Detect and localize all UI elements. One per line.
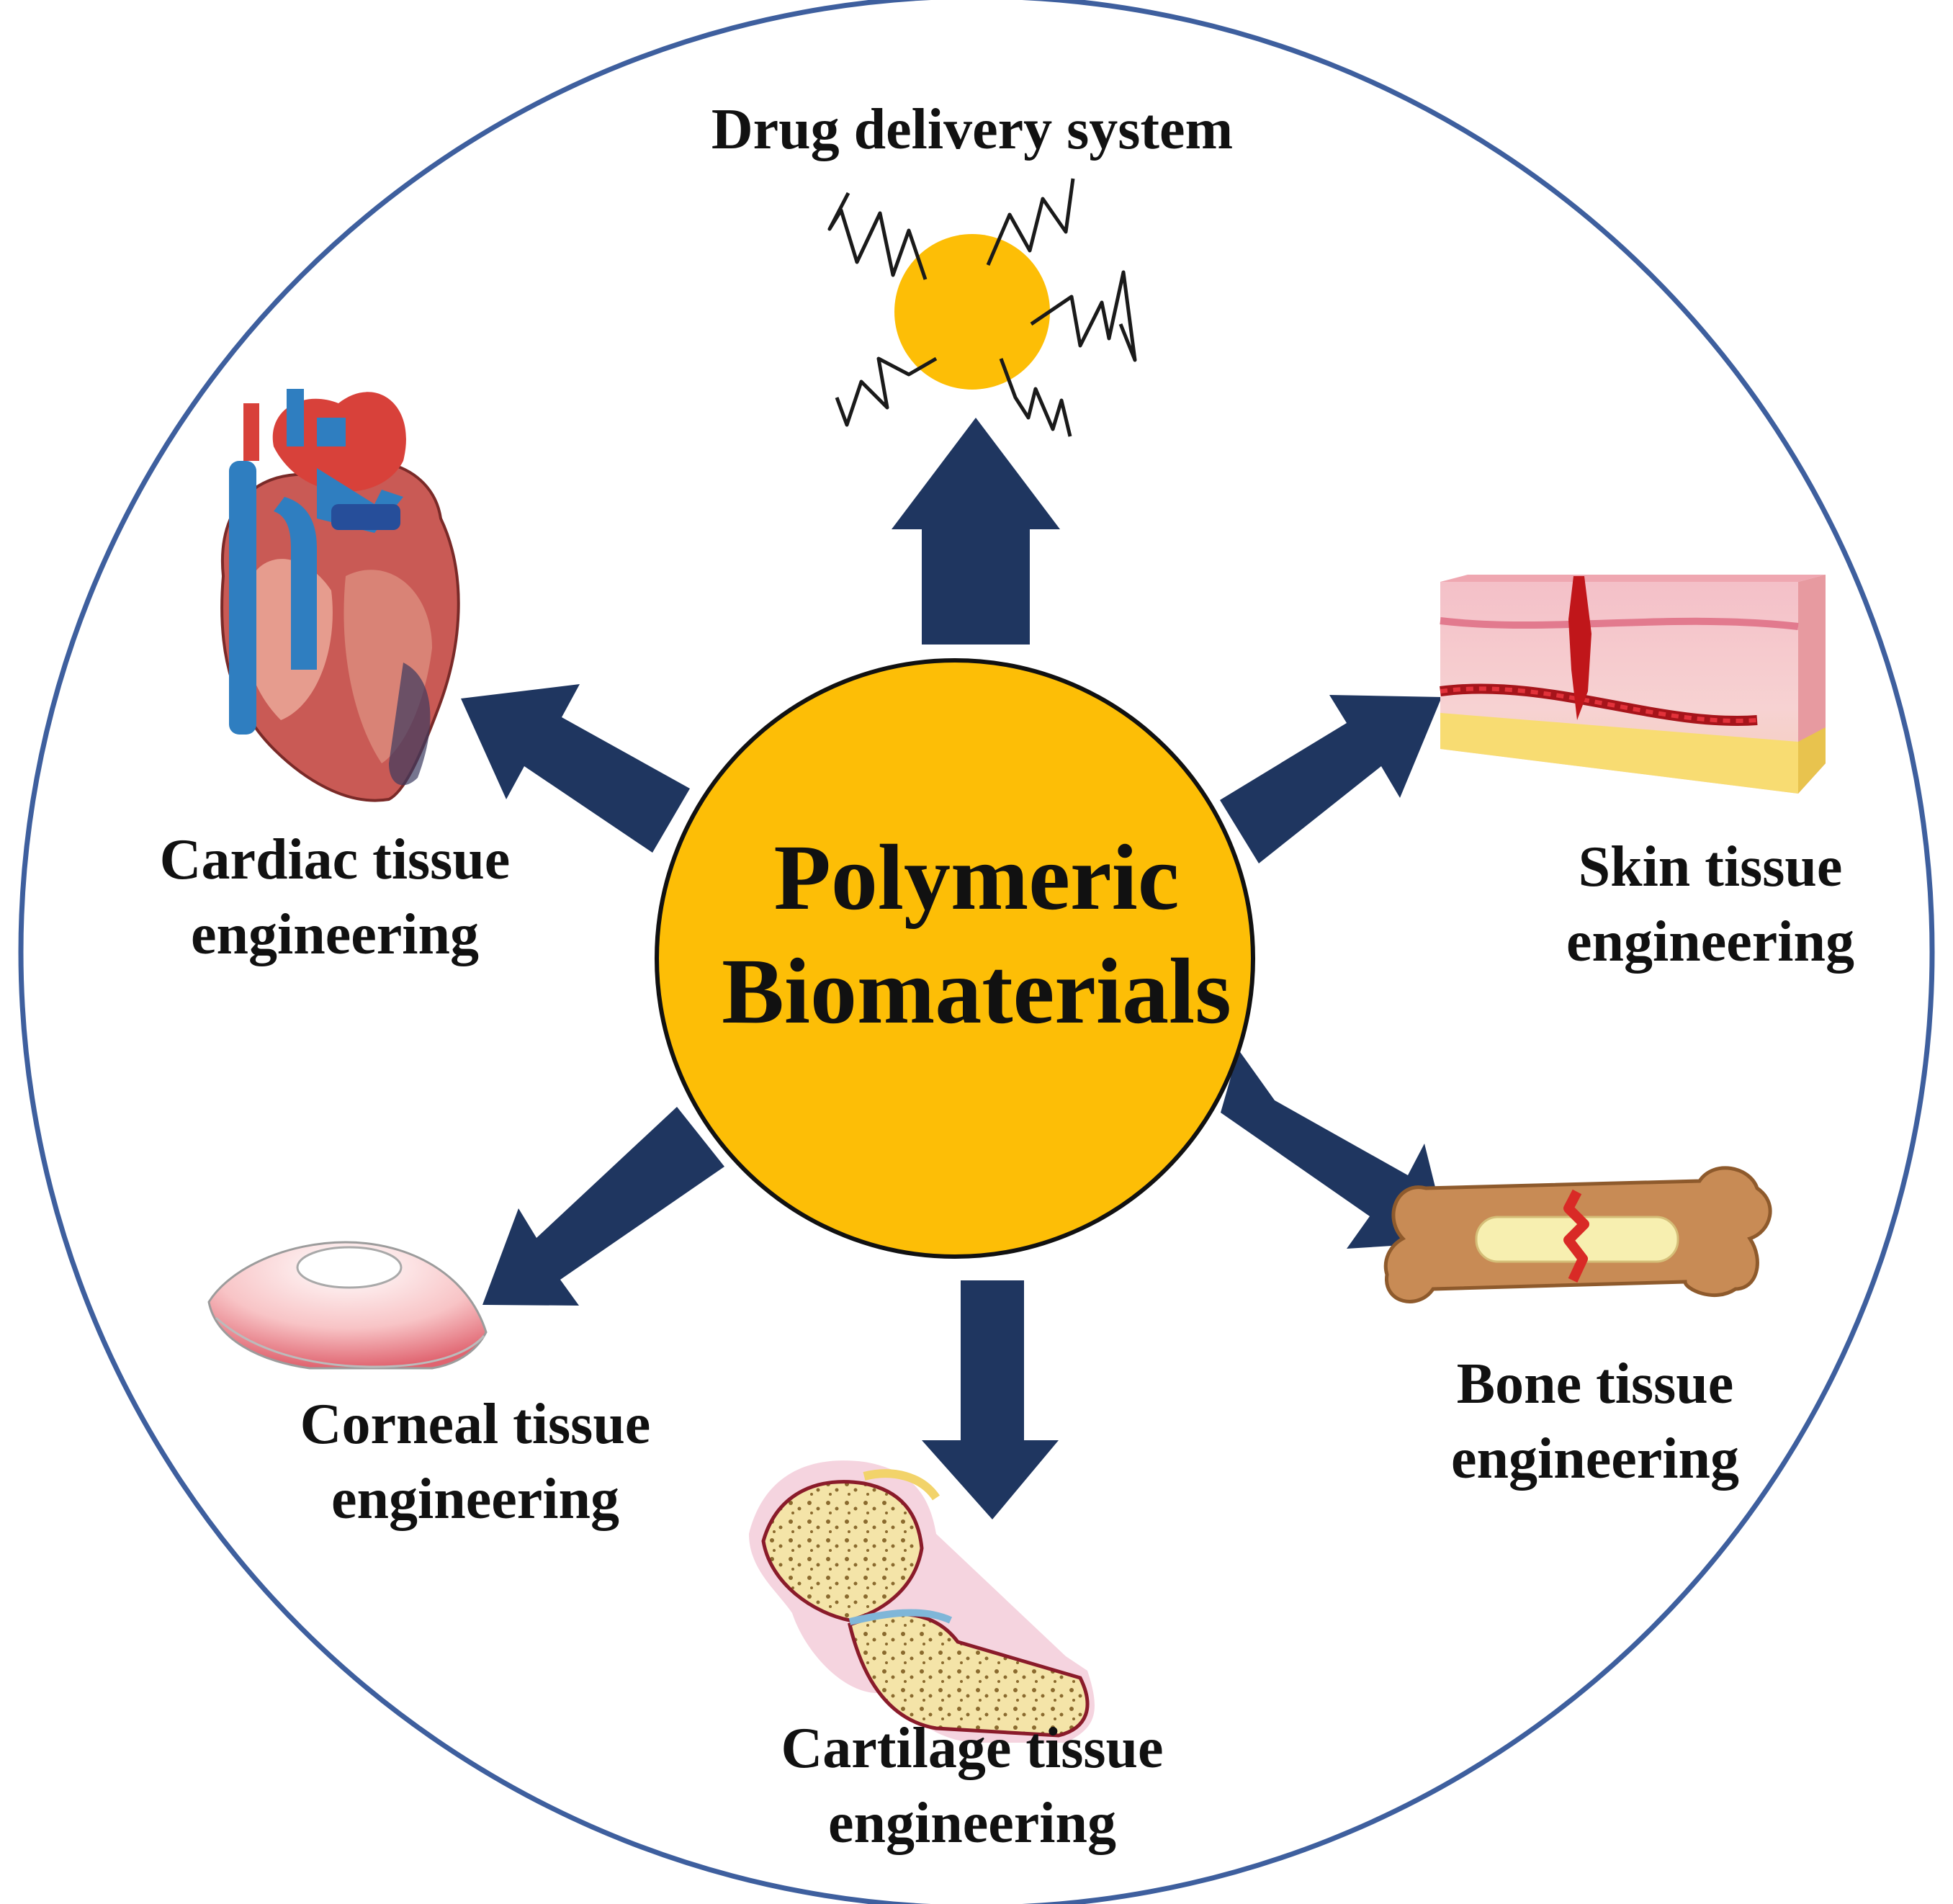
cardiac-line2: engineering: [191, 903, 479, 966]
broken-bone-icon: [1383, 1166, 1772, 1303]
label-cartilage: Cartilage tissue engineering: [727, 1711, 1217, 1861]
center-circle: [655, 658, 1255, 1259]
bone-line2: engineering: [1451, 1427, 1739, 1491]
cartilage-line2: engineering: [828, 1792, 1116, 1855]
bone-line1: Bone tissue: [1456, 1352, 1734, 1416]
corneal-line1: Corneal tissue: [300, 1393, 651, 1456]
skin-line2: engineering: [1566, 910, 1854, 974]
heart-icon: [220, 389, 460, 802]
arrow-up: [892, 418, 1060, 645]
drug-delivery-text: Drug delivery system: [711, 98, 1234, 161]
knee-joint-icon: [749, 1460, 1095, 1743]
label-skin: Skin tissue engineering: [1498, 830, 1923, 979]
skin-wound-icon: [1440, 575, 1826, 794]
arrow-to-bone: [1221, 1050, 1449, 1249]
label-cardiac: Cardiac tissue engineering: [115, 822, 555, 972]
arrow-to-cardiac: [461, 684, 690, 853]
arrow-to-skin: [1220, 695, 1442, 863]
cornea-lens-icon: [207, 1241, 488, 1370]
center-title-line2: Biomaterials: [722, 940, 1231, 1043]
label-bone: Bone tissue engineering: [1390, 1347, 1800, 1496]
center-title-line1: Polymeric: [773, 826, 1180, 930]
label-drug-delivery: Drug delivery system: [648, 92, 1296, 167]
nanoparticle-icon: [827, 178, 1137, 437]
arrow-down: [922, 1280, 1059, 1519]
cartilage-line1: Cartilage tissue: [781, 1717, 1164, 1780]
center-title: Polymeric Biomaterials: [652, 821, 1301, 1048]
arrows: [461, 418, 1449, 1519]
cardiac-line1: Cardiac tissue: [159, 828, 511, 892]
arrow-to-corneal: [482, 1107, 724, 1306]
corneal-line2: engineering: [331, 1468, 619, 1531]
label-corneal: Corneal tissue engineering: [245, 1387, 706, 1537]
skin-line1: Skin tissue: [1578, 835, 1843, 899]
